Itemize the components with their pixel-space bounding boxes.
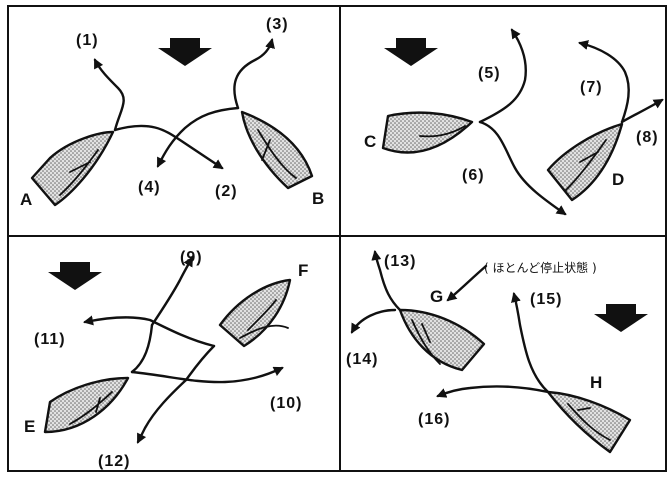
label-course-3: (3) <box>266 16 289 33</box>
course-4 <box>156 106 240 168</box>
boat-b <box>240 110 314 190</box>
course-crossing-right <box>184 344 216 382</box>
boat-g <box>398 308 486 372</box>
panel-bottom-right <box>339 235 667 472</box>
boat-d <box>546 122 624 202</box>
course-crossing-left <box>130 323 154 374</box>
label-boat-a: A <box>20 190 32 209</box>
course-2 <box>113 124 224 170</box>
label-course-16: (16) <box>418 411 450 428</box>
course-9 <box>150 256 194 327</box>
boat-a <box>30 130 115 207</box>
course-1 <box>93 58 125 132</box>
label-course-2: (2) <box>215 183 238 200</box>
note-nearly-stopped: ( ほとんど停止状態 ) <box>484 260 597 275</box>
boat-e <box>43 376 130 434</box>
label-course-5: (5) <box>478 65 501 82</box>
course-16 <box>436 385 550 398</box>
label-course-9: (9) <box>180 249 203 266</box>
label-boat-e: E <box>24 417 35 436</box>
label-boat-f: F <box>298 261 308 280</box>
course-11 <box>83 315 216 348</box>
label-course-11: (11) <box>34 331 66 348</box>
label-course-12: (12) <box>98 453 130 470</box>
course-3 <box>233 38 275 110</box>
course-12 <box>136 378 188 444</box>
panel-bottom-left <box>7 235 341 472</box>
label-course-4: (4) <box>138 179 161 196</box>
course-13 <box>371 250 402 312</box>
label-course-10: (10) <box>270 395 302 412</box>
label-boat-g: G <box>430 287 443 306</box>
boat-f <box>218 278 292 348</box>
wind-arrow-icon <box>384 38 438 66</box>
wind-arrow-icon <box>158 38 212 66</box>
course-6 <box>478 120 567 216</box>
course-15 <box>511 292 550 394</box>
label-boat-b: B <box>312 189 324 208</box>
label-boat-d: D <box>612 170 624 189</box>
wind-arrow-icon <box>48 262 102 290</box>
course-5 <box>478 28 527 124</box>
course-7 <box>578 40 630 124</box>
boat-h <box>546 390 632 454</box>
course-10 <box>130 366 284 384</box>
wind-arrow-icon <box>594 304 648 332</box>
label-course-6: (6) <box>462 167 485 184</box>
label-course-13: (13) <box>384 253 416 270</box>
label-course-7: (7) <box>580 79 603 96</box>
label-boat-h: H <box>590 373 602 392</box>
course-14 <box>350 308 397 334</box>
label-course-14: (14) <box>346 351 378 368</box>
pointer-note <box>446 264 488 302</box>
boat-c <box>381 111 474 154</box>
label-course-1: (1) <box>76 32 99 49</box>
label-boat-c: C <box>364 132 376 151</box>
label-course-8: (8) <box>636 129 659 146</box>
label-course-15: (15) <box>530 291 562 308</box>
course-8 <box>620 98 664 124</box>
